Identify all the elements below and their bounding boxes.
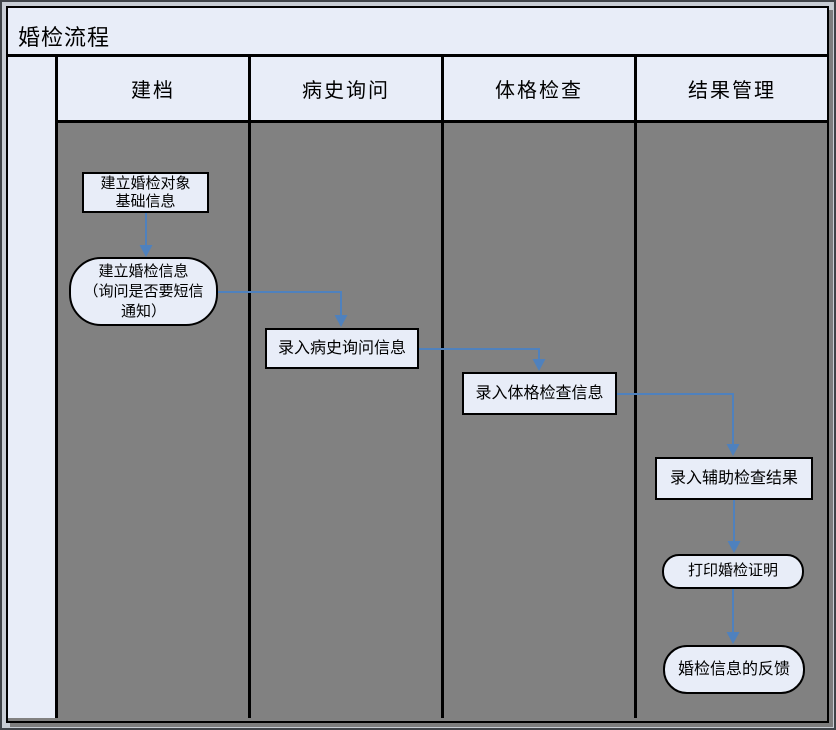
lane-header-physical: 体格检查 [444,57,634,123]
swimlane-sheet: 婚检流程 建档 病史询问 体格检查 结果管理 [6,6,829,723]
node-label-line: 基础信息 [115,193,176,210]
node-label-line: 通知） [120,303,166,320]
lane-body-jiandang [58,123,248,718]
node-label-line: 建立婚检对象 [100,175,191,192]
lane-header-result: 结果管理 [637,57,827,123]
flow-node-enter-physical: 录入体格检查信息 [462,372,617,415]
flow-node-print-certificate: 打印婚检证明 [662,554,804,589]
node-label-line: 打印婚检证明 [687,563,778,579]
node-label-line: 录入病史询问信息 [277,340,406,357]
lane-history: 病史询问 [251,57,444,718]
lane-header-jiandang: 建档 [58,57,248,123]
swimlane-table: 建档 病史询问 体格检查 结果管理 [8,57,827,718]
flow-node-enter-history: 录入病史询问信息 [265,328,419,369]
node-label-line: 婚检信息的反馈 [677,661,790,678]
diagram-title: 婚检流程 [8,8,827,57]
node-label-line: 建立婚检信息 [98,263,189,280]
lane-body-history [251,123,441,718]
node-label-line: 录入辅助检查结果 [669,470,798,487]
flow-node-create-base-info: 建立婚检对象 基础信息 [82,172,209,213]
node-label-line: （询问是否要短信 [83,283,204,300]
lane-physical: 体格检查 [444,57,637,718]
lane-header-history: 病史询问 [251,57,441,123]
swimlane-left-margin-column [8,57,58,718]
flow-node-enter-aux-result: 录入辅助检查结果 [655,457,813,500]
node-label-line: 录入体格检查信息 [475,385,604,402]
flow-node-info-feedback: 婚检信息的反馈 [663,645,805,694]
flow-node-create-exam-info: 建立婚检信息 （询问是否要短信 通知） [69,257,218,326]
lane-body-physical [444,123,634,718]
lane-jiandang: 建档 [58,57,251,718]
